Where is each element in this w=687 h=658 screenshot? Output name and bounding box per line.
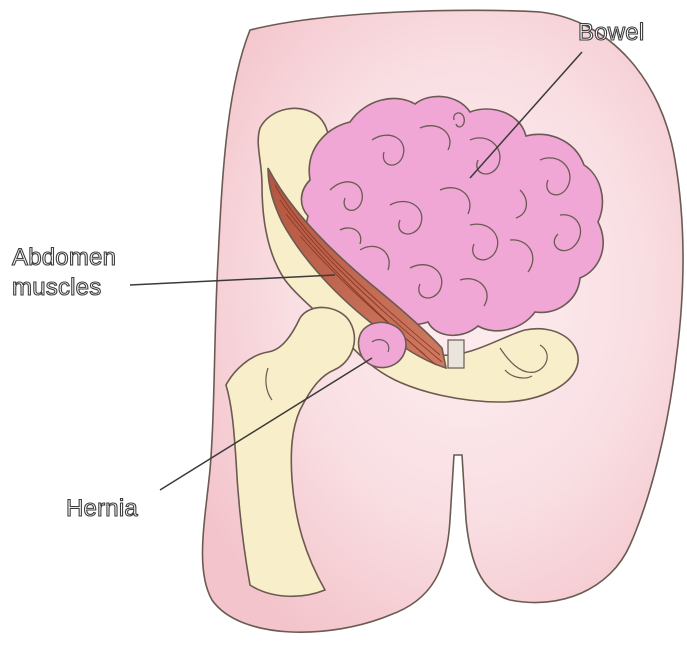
hernia-bulge [359, 322, 406, 367]
bowel-label: Bowel [578, 19, 644, 46]
ligament [448, 340, 464, 368]
abdomen-label-line2: muscles [12, 274, 101, 301]
abdomen-label-line1: Abdomen [12, 244, 116, 271]
hernia-label: Hernia [66, 495, 138, 522]
